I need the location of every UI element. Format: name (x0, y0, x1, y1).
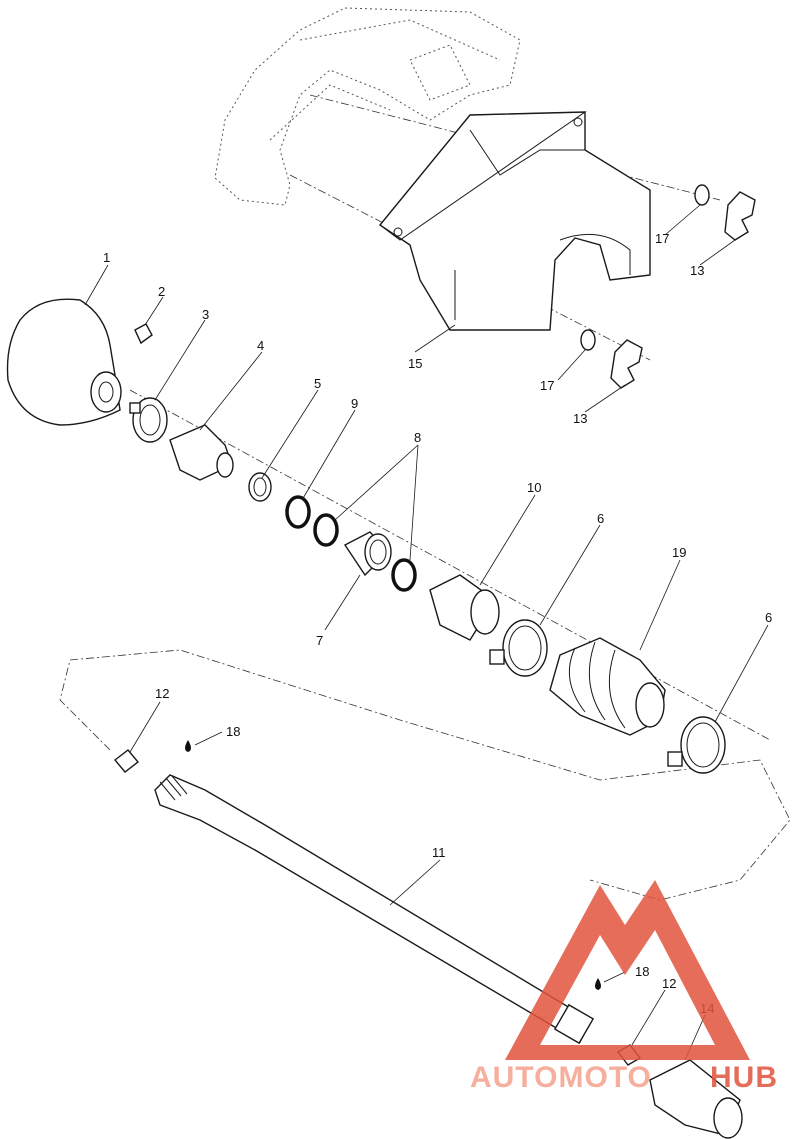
part-4-boot (169, 424, 234, 481)
part-8-o-ring-b (391, 558, 417, 592)
callout-13-a: 13 (690, 263, 704, 278)
part-12-cap-a (113, 749, 140, 773)
part-15-housing-cover (378, 111, 651, 331)
part-13-screw-lower (610, 339, 643, 389)
callout-4: 4 (257, 338, 264, 353)
part-11-drive-shaft (154, 774, 595, 1045)
part-1-coupler-bell (6, 298, 122, 426)
callout-2: 2 (158, 284, 165, 299)
watermark-triangle-logo (505, 880, 750, 1060)
callout-1: 1 (103, 250, 110, 265)
part-13-screw-upper (724, 191, 756, 241)
callout-6-a: 6 (597, 511, 604, 526)
callout-9: 9 (351, 396, 358, 411)
part-18-drop-b (595, 978, 601, 990)
callout-17-a: 17 (655, 231, 669, 246)
part-9-o-ring (285, 495, 311, 529)
callout-6-b: 6 (765, 610, 772, 625)
callout-13-b: 13 (573, 411, 587, 426)
callout-5: 5 (314, 376, 321, 391)
part-19-bellows (549, 637, 666, 736)
part-7-bushing (343, 531, 392, 577)
part-18-drop-a (185, 740, 191, 752)
callout-17-b: 17 (540, 378, 554, 393)
leader-lines (84, 204, 769, 1061)
part-10-bearing-sleeve (429, 574, 500, 641)
part-5-ring (248, 472, 272, 502)
part-8-o-ring-a (313, 513, 339, 547)
callout-18-a: 18 (226, 724, 240, 739)
callout-11: 11 (432, 845, 446, 860)
callout-19: 19 (672, 545, 686, 560)
callout-labels: 1 2 3 4 5 9 8 10 6 19 6 7 12 18 11 15 17… (103, 231, 772, 1016)
part-6-clamp-b (667, 716, 726, 774)
callout-15: 15 (408, 356, 422, 371)
part-17-washer-upper (694, 184, 710, 206)
callout-12-b: 12 (662, 976, 676, 991)
part-17-washer-lower (580, 329, 596, 351)
watermark-text-hub: HUB (710, 1061, 778, 1094)
watermark-text-automoto: AUTOMOTO (470, 1061, 652, 1094)
callout-8: 8 (414, 430, 421, 445)
callout-7: 7 (316, 633, 323, 648)
callout-12-a: 12 (155, 686, 169, 701)
part-6-clamp-a (489, 619, 548, 677)
callout-10: 10 (527, 480, 541, 495)
hull-outline (214, 7, 521, 206)
automotohub-watermark: AUTOMOTO HUB (470, 880, 778, 1094)
callout-3: 3 (202, 307, 209, 322)
part-2-grease-fitting (134, 323, 153, 345)
part-3-clamp (129, 397, 168, 443)
callout-18-b: 18 (635, 964, 649, 979)
